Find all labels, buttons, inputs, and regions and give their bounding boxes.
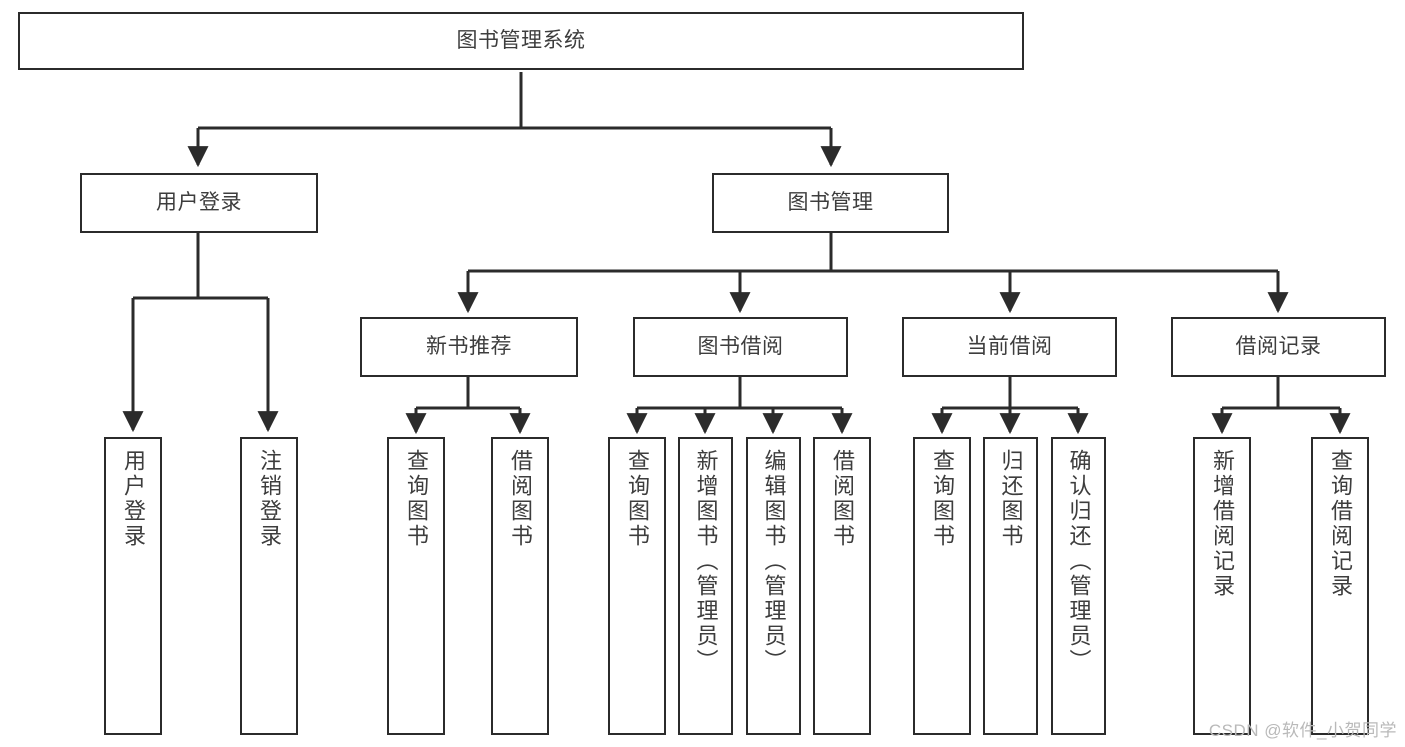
node-label: 新书推荐 [426, 334, 512, 358]
node-label: 图书借阅 [697, 334, 784, 358]
node-label: 查询图书 [929, 449, 955, 549]
leaf-borrow-borrow-book[interactable]: 借阅图书 [813, 437, 871, 735]
watermark: CSDN @软件_小贺同学 [1208, 721, 1397, 740]
node-label: 新增图书（管理员） [693, 449, 719, 674]
leaf-current-query-book[interactable]: 查询图书 [913, 437, 971, 735]
leaf-borrow-query-book[interactable]: 查询图书 [608, 437, 666, 735]
leaf-current-confirm-return-admin[interactable]: 确认归还（管理员） [1051, 437, 1106, 735]
leaf-recommend-query-book[interactable]: 查询图书 [387, 437, 445, 735]
node-borrow-record[interactable]: 借阅记录 [1171, 317, 1386, 377]
node-label: 查询借阅记录 [1327, 449, 1353, 599]
node-label: 归还图书 [998, 449, 1024, 549]
node-label: 注销登录 [256, 449, 282, 549]
node-label: 图书管理系统 [456, 28, 586, 52]
node-label: 新增借阅记录 [1209, 449, 1235, 599]
node-label: 查询图书 [624, 449, 650, 549]
node-book-management[interactable]: 图书管理 [712, 173, 949, 233]
leaf-record-query-borrow-record[interactable]: 查询借阅记录 [1311, 437, 1369, 735]
leaf-record-add-borrow-record[interactable]: 新增借阅记录 [1193, 437, 1251, 735]
node-label: 确认归还（管理员） [1066, 449, 1092, 674]
node-label: 图书管理 [787, 190, 874, 214]
leaf-user-login[interactable]: 用户登录 [104, 437, 162, 735]
node-label: 编辑图书（管理员） [761, 449, 787, 674]
node-label: 借阅记录 [1235, 334, 1322, 358]
node-label: 当前借阅 [966, 334, 1053, 358]
node-label: 用户登录 [156, 190, 242, 214]
node-current-borrow[interactable]: 当前借阅 [902, 317, 1117, 377]
node-label: 借阅图书 [507, 449, 533, 549]
node-label: 借阅图书 [829, 449, 855, 549]
node-new-book-recommend[interactable]: 新书推荐 [360, 317, 578, 377]
leaf-logout[interactable]: 注销登录 [240, 437, 298, 735]
node-label: 用户登录 [120, 449, 146, 549]
leaf-recommend-borrow-book[interactable]: 借阅图书 [491, 437, 549, 735]
leaf-current-return-book[interactable]: 归还图书 [983, 437, 1038, 735]
node-user-login[interactable]: 用户登录 [80, 173, 318, 233]
node-label: 查询图书 [403, 449, 429, 549]
node-book-borrow[interactable]: 图书借阅 [633, 317, 848, 377]
node-root-system[interactable]: 图书管理系统 [18, 12, 1024, 70]
leaf-borrow-edit-book-admin[interactable]: 编辑图书（管理员） [746, 437, 801, 735]
leaf-borrow-add-book-admin[interactable]: 新增图书（管理员） [678, 437, 733, 735]
